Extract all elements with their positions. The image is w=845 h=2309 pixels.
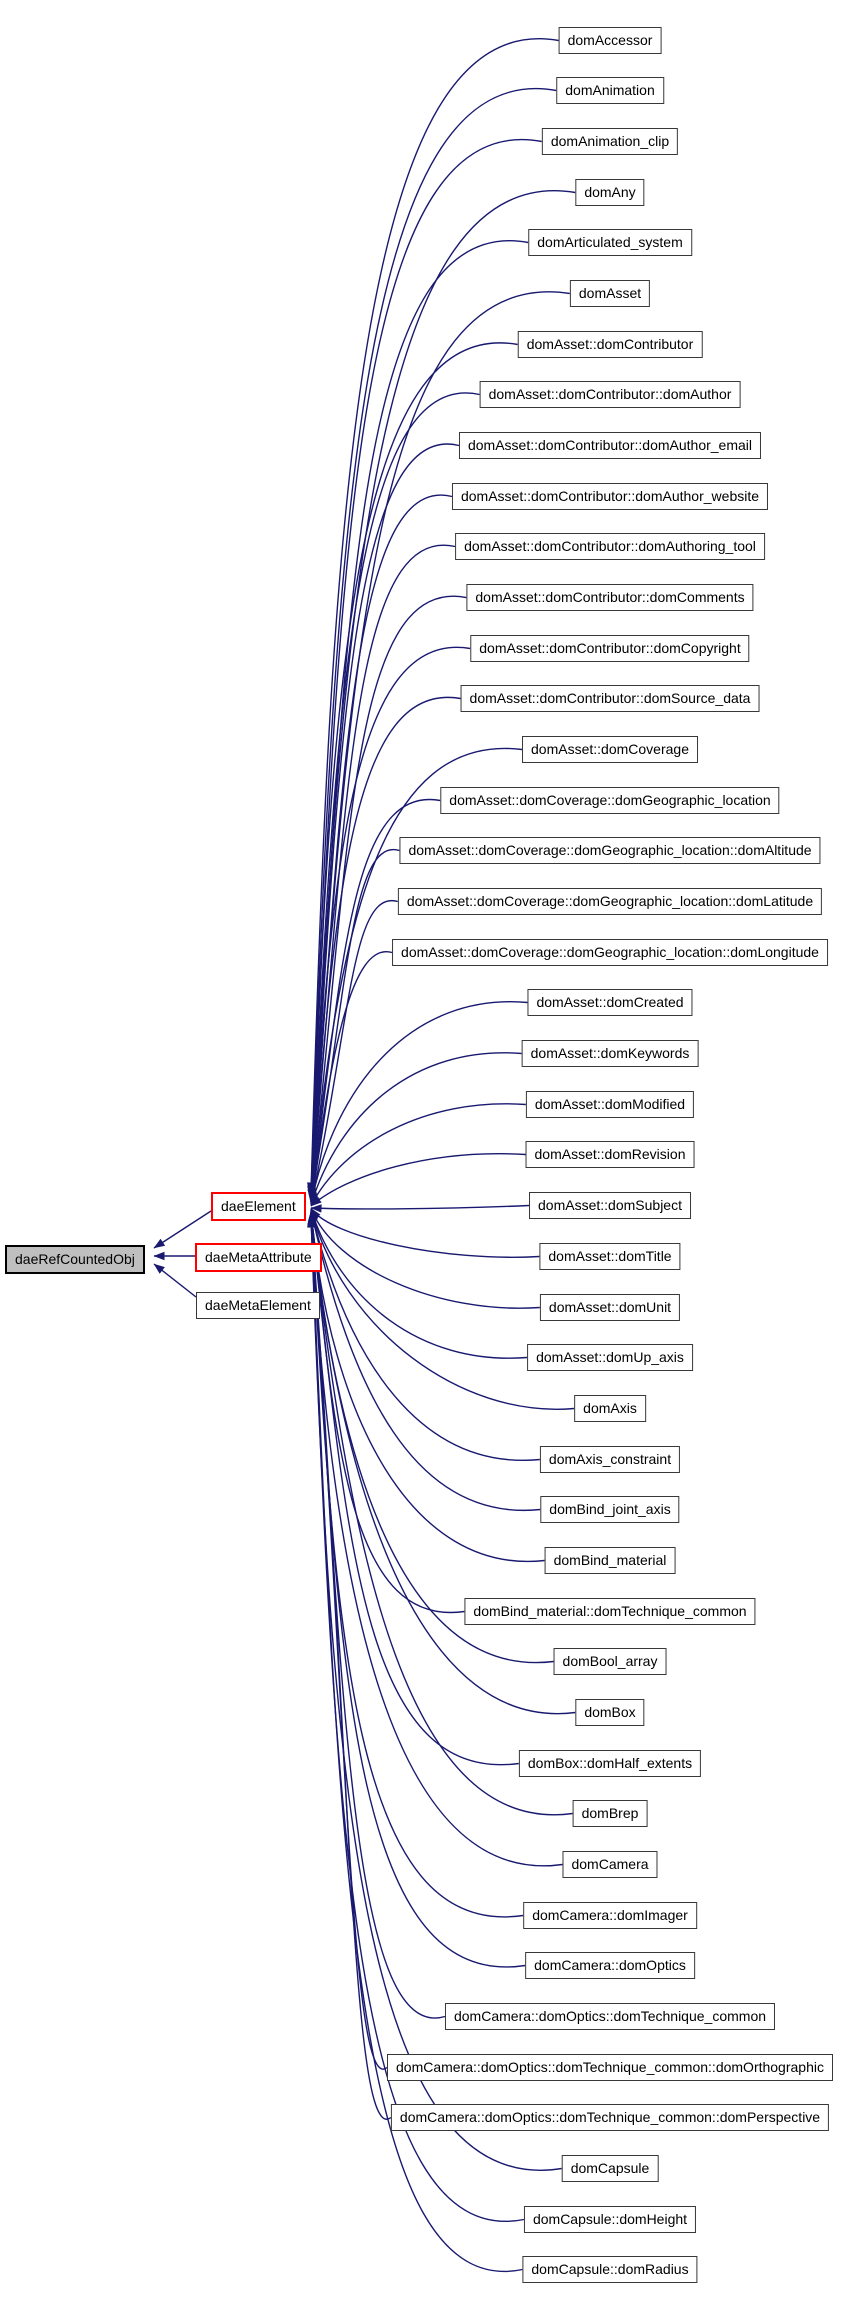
class-node[interactable]: domCamera [562,1851,658,1878]
inheritance-edge [307,494,453,1199]
class-node[interactable]: domAsset::domContributor::domSource_data [460,685,760,712]
class-node[interactable]: domBox [575,1699,645,1726]
class-node[interactable]: domAsset::domKeywords [521,1040,699,1067]
class-node[interactable]: domCapsule::domHeight [523,2206,697,2233]
class-node[interactable]: domBool_array [553,1648,667,1675]
inheritance-edge [308,848,400,1203]
class-node[interactable]: domBind_material::domTechnique_common [464,1598,756,1625]
inheritance-edge [309,899,399,1204]
class-node[interactable]: domAsset::domContributor::domAuthor_emai… [458,432,762,459]
inheritance-edge [307,1216,523,2273]
class-node[interactable]: domCamera::domOptics::domTechnique_commo… [390,2104,830,2131]
inheritance-edge [307,696,461,1202]
class-node[interactable]: domAsset::domCoverage [522,736,698,763]
inheritance-edge [153,1210,212,1249]
class-node[interactable]: domAsset::domContributor::domAuthor_webs… [451,483,769,510]
inheritance-edge [308,1001,528,1205]
class-node[interactable]: domCapsule::domRadius [522,2256,698,2283]
class-node[interactable]: domAsset::domCoverage::domGeographic_loc… [440,787,780,814]
class-node-daeRefCountedObj: daeRefCountedObj [5,1245,145,1274]
class-node[interactable]: domAsset::domUp_axis [527,1344,693,1371]
class-node[interactable]: domAsset::domCoverage::domGeographic_loc… [392,939,828,966]
class-node[interactable]: domAxis_constraint [539,1446,681,1473]
inheritance-edge [310,1052,522,1206]
inheritance-edge [310,1204,530,1213]
class-node[interactable]: domAsset::domUnit [539,1294,681,1321]
inheritance-edge [307,1210,545,1563]
inheritance-edge [310,1208,528,1359]
inheritance-edge [307,38,559,1194]
class-node[interactable]: domAsset::domContributor::domComments [466,584,754,611]
class-node[interactable]: domAsset::domContributor::domCopyright [470,635,750,662]
class-node[interactable]: domAsset [569,280,651,307]
inheritance-edge [307,1216,525,2222]
inheritance-edge [307,1215,392,2120]
inheritance-edge [307,595,467,1200]
class-node[interactable]: domAsset::domContributor::domAuthor [479,381,741,408]
inheritance-edge [307,392,480,1198]
inheritance-edge [310,1103,526,1206]
inheritance-edge [307,544,456,1200]
class-node[interactable]: domAxis [574,1395,646,1422]
inheritance-edge [307,1213,563,1867]
inheritance-edge [307,87,557,1195]
class-node[interactable]: domCamera::domOptics [525,1952,695,1979]
inheritance-edge [308,798,441,1203]
inheritance-edge [310,1153,526,1207]
class-node[interactable]: domAnimation_clip [541,128,679,155]
inheritance-edge [307,342,518,1198]
class-node[interactable]: domAsset::domCoverage::domGeographic_loc… [399,837,821,864]
class-node[interactable]: domCamera::domOptics::domTechnique_commo… [444,2003,776,2030]
inheritance-edge [310,1208,540,1309]
class-node[interactable]: domAsset::domCoverage::domGeographic_loc… [397,888,823,915]
class-node-daeMetaAttribute[interactable]: daeMetaAttribute [195,1243,322,1272]
inheritance-edge [307,1212,573,1816]
class-node[interactable]: domBrep [572,1800,648,1827]
class-node[interactable]: domAsset::domModified [525,1091,695,1118]
inheritance-edge [307,443,460,1199]
class-node-daeMetaElement[interactable]: daeMetaElement [196,1292,320,1319]
class-node[interactable]: domAsset::domCreated [527,989,693,1016]
inheritance-edge [309,1210,541,1512]
class-node[interactable]: domBind_joint_axis [540,1496,680,1523]
class-node[interactable]: domAny [575,179,645,206]
class-node[interactable]: domBind_material [544,1547,676,1574]
inheritance-edge [307,747,523,1202]
class-node[interactable]: domAccessor [558,27,662,54]
inheritance-edge [310,1208,540,1258]
inheritance-edge [309,1209,540,1462]
inheritance-edge [308,951,393,1205]
inheritance-edge [309,1209,575,1410]
inheritance-edge [153,1263,197,1298]
class-node[interactable]: domAsset::domRevision [525,1141,695,1168]
class-node[interactable]: domAnimation [556,77,664,104]
class-node[interactable]: domCamera::domImager [523,1902,697,1929]
class-node-daeElement[interactable]: daeElement [211,1192,306,1221]
inheritance-edge [307,1211,576,1715]
class-node[interactable]: domCamera::domOptics::domTechnique_commo… [387,2054,833,2081]
class-node[interactable]: domAsset::domContributor [517,331,703,358]
class-node[interactable]: domBox::domHalf_extents [518,1750,702,1777]
inheritance-edge [307,646,471,1201]
class-node[interactable]: domArticulated_system [528,229,692,256]
class-node[interactable]: domAsset::domContributor::domAuthoring_t… [455,533,765,560]
class-node[interactable]: domCapsule [561,2155,659,2182]
class-node[interactable]: domAsset::domSubject [529,1192,691,1219]
class-node[interactable]: domAsset::domTitle [539,1243,681,1270]
inheritance-edge [307,1212,519,1766]
inheritance-edge [307,240,529,1196]
